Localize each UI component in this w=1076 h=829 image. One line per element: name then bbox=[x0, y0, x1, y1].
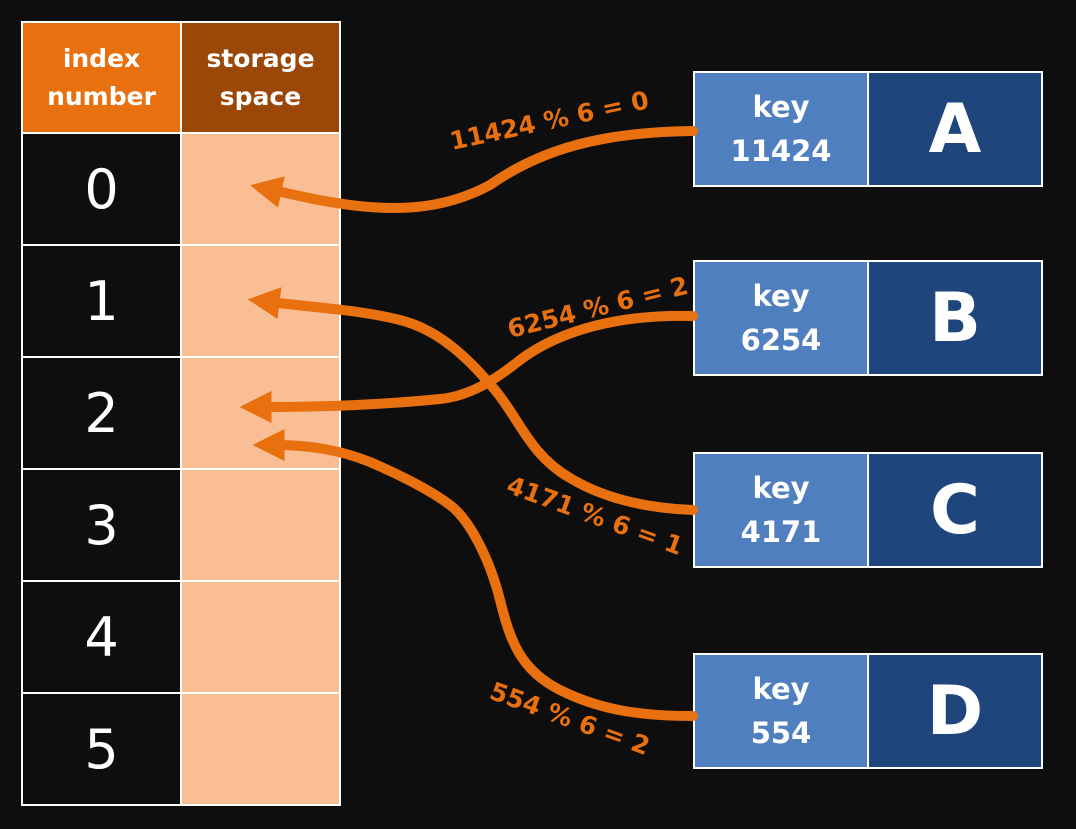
storage-slot-4 bbox=[180, 580, 341, 694]
hash-label-b: 6254 % 6 = 2 bbox=[504, 271, 691, 344]
value-box-d: D bbox=[867, 653, 1043, 769]
value-box-c: C bbox=[867, 452, 1043, 568]
storage-space-header: storage space bbox=[180, 21, 341, 134]
arrow-a-to-0 bbox=[250, 126, 698, 214]
key-value-a: 11424 bbox=[730, 134, 832, 168]
key-label-c: key bbox=[752, 471, 810, 505]
arrow-c-to-1 bbox=[247, 287, 698, 515]
key-value-d: 554 bbox=[750, 716, 812, 750]
arrow-b-to-2 bbox=[239, 310, 698, 423]
key-value-b: 6254 bbox=[740, 323, 822, 357]
key-label-a: key bbox=[752, 90, 810, 124]
index-cell-3: 3 bbox=[21, 468, 182, 582]
entry-b: key 6254 B bbox=[693, 260, 1043, 376]
value-box-a: A bbox=[867, 71, 1043, 187]
key-value-c: 4171 bbox=[740, 515, 822, 549]
entry-d: key 554 D bbox=[693, 653, 1043, 769]
storage-slot-3 bbox=[180, 468, 341, 582]
hash-label-c: 4171 % 6 = 1 bbox=[503, 470, 687, 561]
key-box-c: key 4171 bbox=[693, 452, 869, 568]
key-label-d: key bbox=[752, 672, 810, 706]
value-box-b: B bbox=[867, 260, 1043, 376]
key-label-b: key bbox=[752, 279, 810, 313]
index-cell-1: 1 bbox=[21, 244, 182, 358]
index-cell-5: 5 bbox=[21, 692, 182, 806]
arrow-d-to-2 bbox=[252, 429, 698, 721]
storage-slot-5 bbox=[180, 692, 341, 806]
index-cell-4: 4 bbox=[21, 580, 182, 694]
storage-space-header-label: storage space bbox=[206, 43, 315, 111]
hash-table: index number storage space 0 1 2 3 4 5 bbox=[21, 21, 341, 806]
index-cell-2: 2 bbox=[21, 356, 182, 470]
index-number-header: index number bbox=[21, 21, 182, 134]
entry-c: key 4171 C bbox=[693, 452, 1043, 568]
key-box-b: key 6254 bbox=[693, 260, 869, 376]
hash-label-d: 554 % 6 = 2 bbox=[486, 676, 654, 761]
index-number-header-label: index number bbox=[47, 43, 156, 111]
hash-label-a: 11424 % 6 = 0 bbox=[447, 85, 651, 155]
